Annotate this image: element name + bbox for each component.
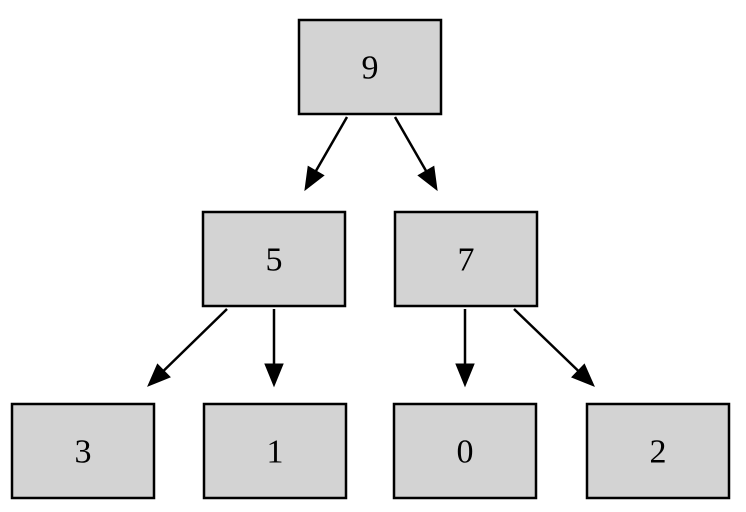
tree-node-5: 5 <box>201 210 347 308</box>
arrowhead <box>571 363 595 387</box>
node-label: 0 <box>457 434 474 471</box>
arrowhead <box>304 165 325 192</box>
arrowhead <box>455 363 475 388</box>
edge-n9-n5 <box>304 116 349 192</box>
node-label: 1 <box>267 434 284 471</box>
edge-n7-n2 <box>513 308 595 387</box>
edge-n5-n1 <box>264 309 284 388</box>
edge-line <box>314 116 349 172</box>
node-box <box>10 402 156 500</box>
tree-node-9: 9 <box>297 18 443 116</box>
nodes-layer: 9 5 7 3 1 0 2 <box>10 18 731 500</box>
node-box <box>202 402 348 500</box>
edge-line <box>513 308 580 372</box>
node-box <box>393 210 539 308</box>
arrowhead <box>417 165 438 192</box>
edges-layer <box>147 116 595 388</box>
node-box <box>392 402 538 500</box>
tree-node-1: 1 <box>202 402 348 500</box>
node-box <box>201 210 347 308</box>
edge-line <box>162 308 228 372</box>
node-label: 3 <box>75 434 92 471</box>
edge-n5-n3 <box>147 308 228 387</box>
node-box <box>585 402 731 500</box>
node-label: 9 <box>362 50 379 87</box>
tree-node-3: 3 <box>10 402 156 500</box>
edge-n9-n7 <box>393 116 438 192</box>
node-label: 2 <box>650 434 667 471</box>
edge-line <box>393 116 428 172</box>
arrowhead <box>264 363 284 388</box>
edge-n7-n0 <box>455 309 475 388</box>
node-box <box>297 18 443 116</box>
tree-node-0: 0 <box>392 402 538 500</box>
node-label: 7 <box>458 242 475 279</box>
arrowhead <box>147 363 171 387</box>
tree-node-2: 2 <box>585 402 731 500</box>
tree-node-7: 7 <box>393 210 539 308</box>
node-label: 5 <box>266 242 283 279</box>
